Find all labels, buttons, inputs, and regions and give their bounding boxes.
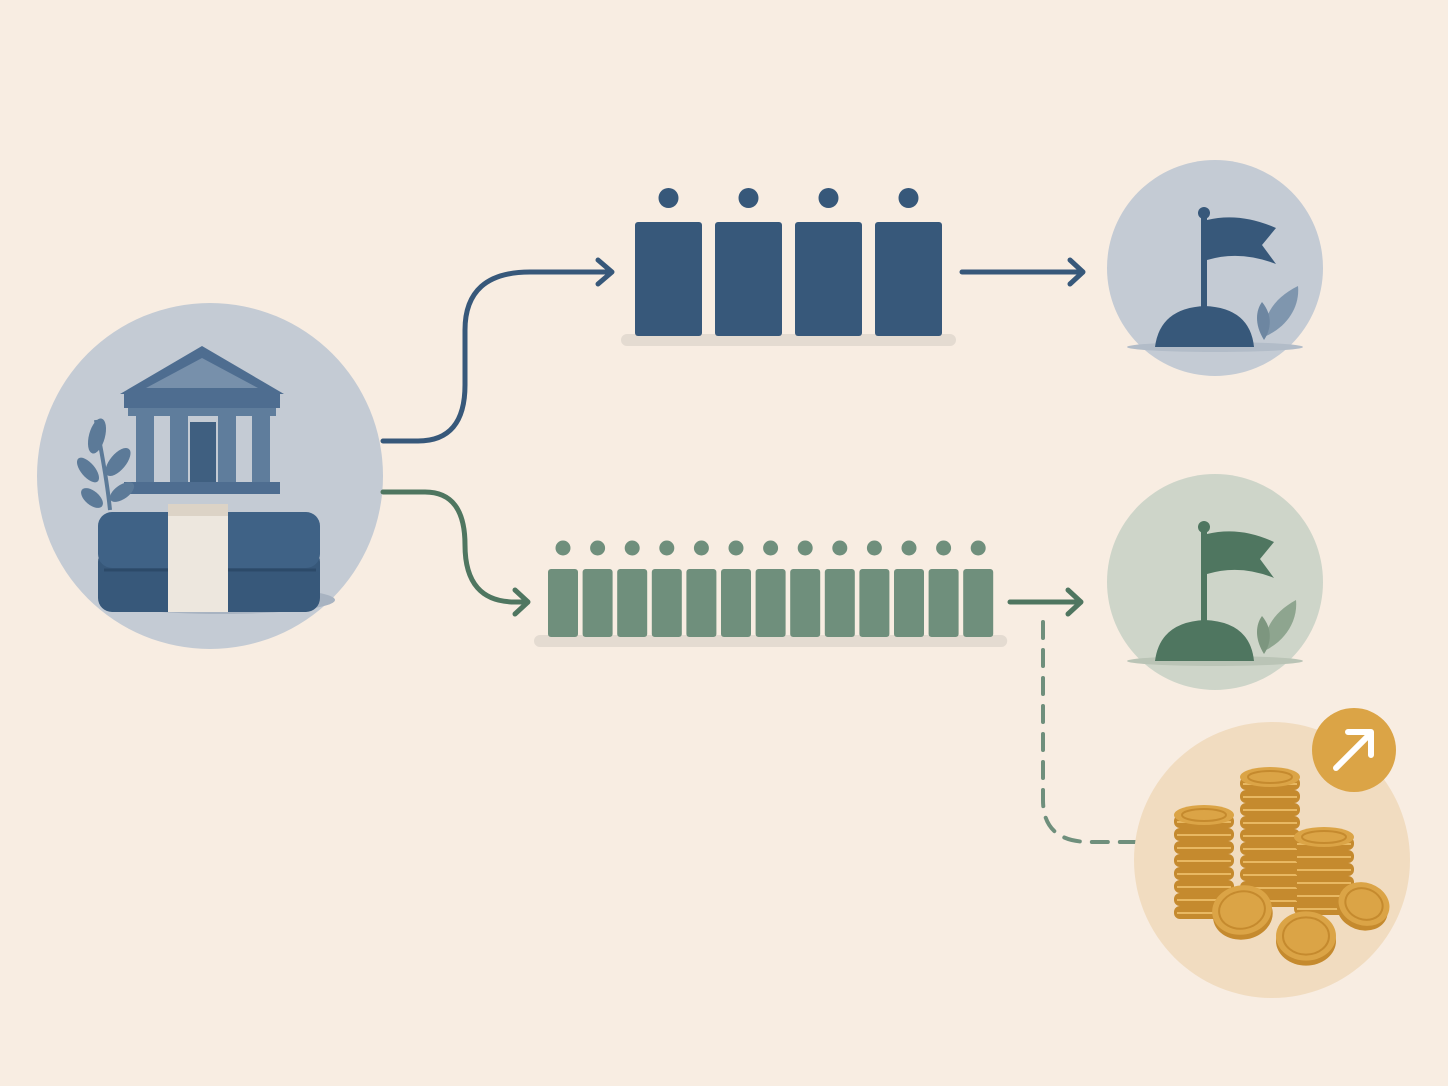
source-node — [37, 303, 383, 649]
person-token-icon — [832, 540, 848, 556]
group-block — [824, 569, 855, 637]
person-token-icon — [797, 540, 813, 556]
person-token-icon — [658, 188, 679, 208]
cash-bundle-icon — [98, 504, 335, 614]
growth-badge — [1312, 708, 1396, 792]
few-groups-path-shadow — [621, 334, 956, 346]
group-block — [963, 569, 994, 637]
green-arrowhead — [512, 587, 531, 617]
person-token-icon — [728, 540, 744, 556]
loose-coin — [1276, 911, 1336, 961]
person-token-icon — [936, 540, 952, 556]
navy-goal-node — [1107, 160, 1323, 376]
person-token-icon — [590, 540, 606, 556]
group-block — [582, 569, 613, 637]
group-block — [755, 569, 786, 637]
person-token-icon — [763, 540, 779, 556]
flag-on-hill-icon — [1127, 521, 1303, 666]
many-groups-row — [534, 540, 1008, 647]
person-token-icon — [898, 188, 919, 208]
connectors — [380, 257, 1138, 844]
person-token-icon — [659, 540, 675, 556]
group-block — [651, 569, 682, 637]
navy-connector — [380, 269, 613, 444]
person-token-icon — [693, 540, 709, 556]
group-block — [721, 569, 751, 637]
group-block — [790, 569, 821, 637]
person-token-icon — [901, 540, 917, 556]
person-token-icon — [866, 540, 882, 556]
leaf-branch-icon — [76, 418, 135, 511]
navy-arrowhead — [595, 257, 615, 287]
person-token-icon — [555, 540, 571, 556]
group-block — [635, 222, 702, 336]
arrow-up-right-icon — [1333, 729, 1374, 771]
group-block — [894, 569, 924, 637]
group-block — [928, 569, 959, 637]
person-token-icon — [818, 188, 839, 208]
group-block — [548, 569, 578, 637]
group-block — [617, 569, 648, 637]
dashed-reward-connector — [1041, 620, 1138, 844]
group-block — [859, 569, 890, 637]
person-token-icon — [970, 540, 986, 556]
person-token-icon — [624, 540, 640, 556]
group-block — [686, 569, 717, 637]
bank-icon — [120, 346, 284, 494]
person-token-icon — [738, 188, 759, 208]
flag-on-hill-icon — [1127, 207, 1303, 352]
few-groups-row — [621, 188, 956, 346]
green-connector — [380, 489, 528, 605]
green-goal-node — [1107, 474, 1323, 690]
many-groups-path-shadow — [534, 635, 1008, 647]
group-block — [715, 222, 782, 336]
group-block — [875, 222, 942, 336]
group-block — [795, 222, 862, 336]
coin-stacks-icon — [1174, 767, 1390, 966]
reward-node — [1134, 708, 1410, 998]
